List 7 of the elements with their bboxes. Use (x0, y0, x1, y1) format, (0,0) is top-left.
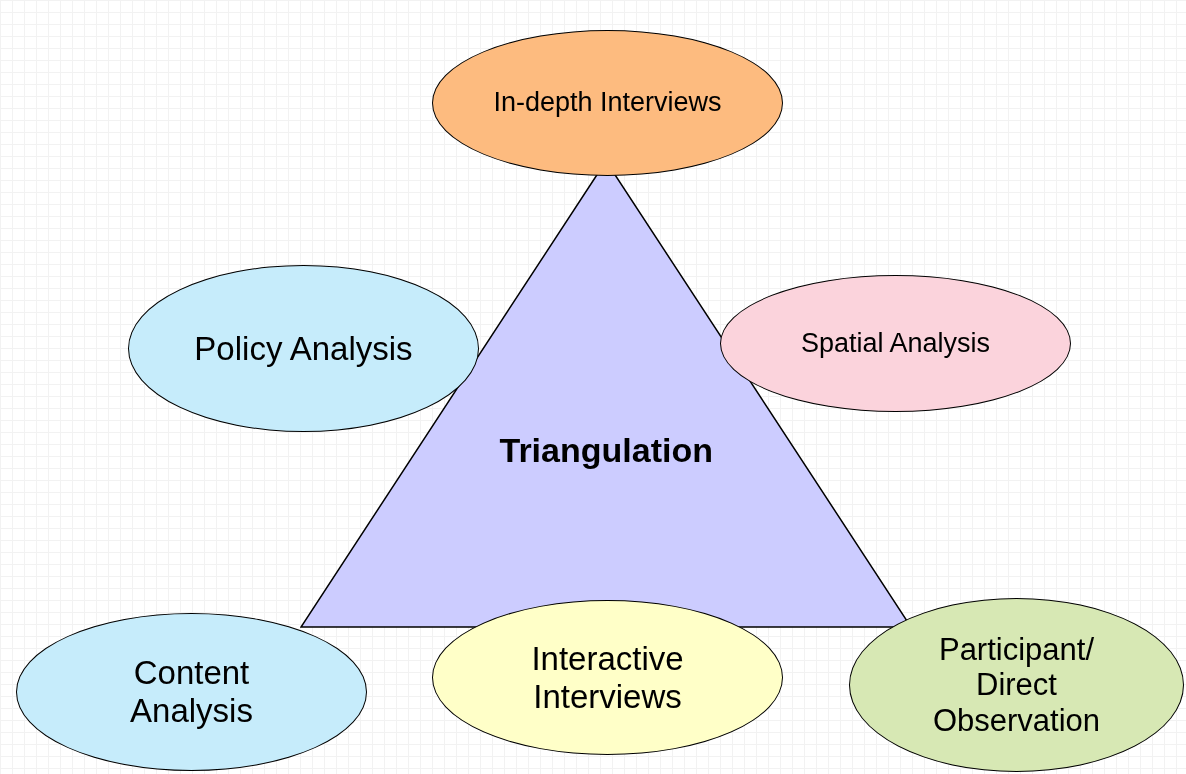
ellipse-node: In-depth Interviews (432, 30, 783, 176)
node-label: Triangulation (499, 430, 713, 470)
ellipse-node: Policy Analysis (128, 265, 479, 432)
ellipse-node: Spatial Analysis (720, 275, 1071, 412)
ellipse-node: Content Analysis (16, 613, 367, 771)
ellipse-node: Participant/ Direct Observation (849, 598, 1184, 772)
ellipse-node: Interactive Interviews (432, 600, 783, 755)
